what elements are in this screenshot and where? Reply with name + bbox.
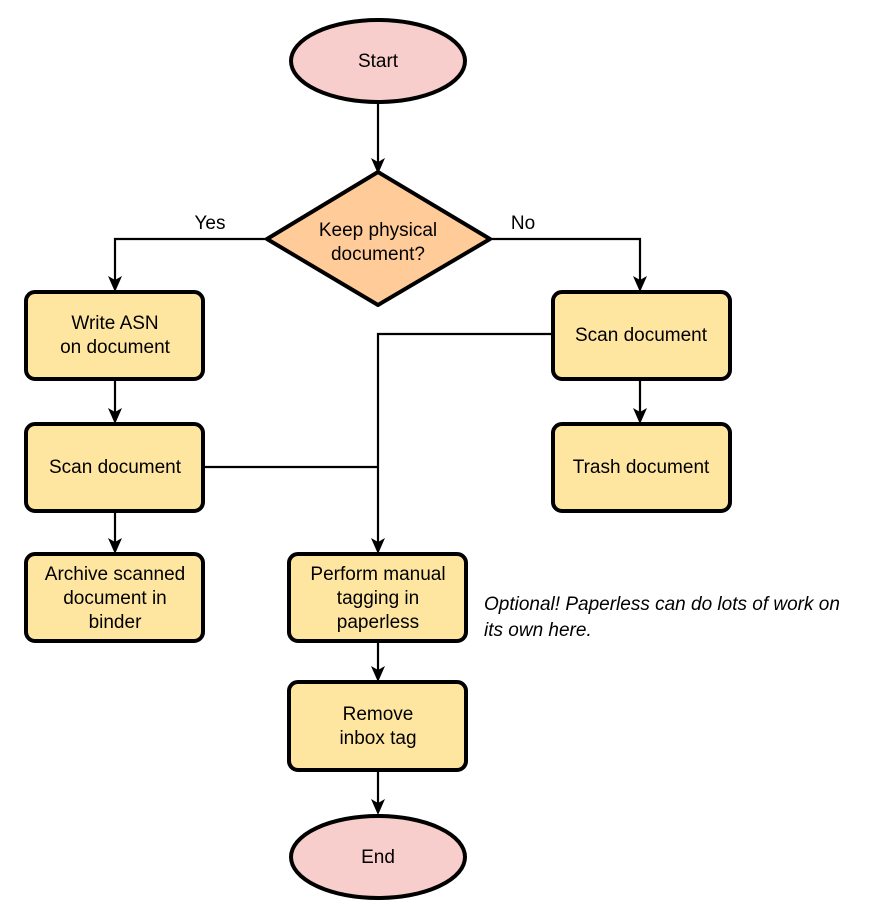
node-start-shape[interactable] xyxy=(289,18,467,104)
node-scan-document-left-shape[interactable] xyxy=(24,422,205,513)
node-scan-document-right[interactable]: Scan document xyxy=(551,290,732,381)
node-end-label: End xyxy=(361,847,395,868)
node-trash-document-shape[interactable] xyxy=(551,422,732,513)
edge-scan-left-to-archive xyxy=(108,510,122,554)
edge-label-yes: Yes xyxy=(195,213,226,234)
edge-scan-right-to-trash xyxy=(633,379,647,424)
edge-label-no: No xyxy=(511,213,535,234)
node-archive-label-line1: Archive scanned xyxy=(45,564,185,585)
node-write-asn-on-document[interactable]: Write ASN on document xyxy=(24,290,205,381)
node-remove-inbox-label-line1: Remove xyxy=(343,704,414,725)
edge-remove-inbox-to-end xyxy=(371,770,385,815)
node-trash-document[interactable]: Trash document xyxy=(551,422,732,513)
node-decision-label-line2: document? xyxy=(331,244,425,265)
node-tagging-shape[interactable] xyxy=(287,552,468,643)
annotation-optional-note: Optional! Paperless can do lots of work … xyxy=(484,594,840,641)
node-archive-label-line3: binder xyxy=(89,612,142,633)
node-end-shape[interactable] xyxy=(289,814,467,900)
edge-start-to-decision xyxy=(371,103,385,174)
edge-scan-right-to-tagging xyxy=(371,332,553,554)
node-remove-inbox-tag[interactable]: Remove inbox tag xyxy=(287,680,468,772)
node-remove-inbox-shape[interactable] xyxy=(287,680,468,772)
node-archive-shape[interactable] xyxy=(24,552,205,643)
edge-tagging-to-remove-inbox xyxy=(371,641,385,682)
node-write-asn-shape[interactable] xyxy=(24,290,205,381)
node-tagging-label-line1: Perform manual xyxy=(310,564,445,585)
node-remove-inbox-label-line2: inbox tag xyxy=(339,728,416,749)
node-tagging-label-line3: paperless xyxy=(337,612,419,633)
node-decision-keep-physical-document[interactable]: Keep physical document? xyxy=(265,170,492,307)
edge-write-asn-to-scan-left xyxy=(108,379,122,424)
node-scan-document-right-label: Scan document xyxy=(575,325,708,346)
node-perform-manual-tagging[interactable]: Perform manual tagging in paperless xyxy=(287,552,468,643)
annotation-line1: Optional! Paperless can do lots of work … xyxy=(484,594,840,615)
node-decision-shape[interactable] xyxy=(265,170,492,307)
node-start[interactable]: Start xyxy=(289,18,467,104)
node-start-label: Start xyxy=(358,51,399,72)
node-tagging-label-line2: tagging in xyxy=(337,588,419,609)
node-archive-scanned-document[interactable]: Archive scanned document in binder xyxy=(24,552,205,643)
node-write-asn-label-line2: on document xyxy=(60,337,171,358)
edges-layer xyxy=(108,103,647,815)
node-write-asn-label-line1: Write ASN xyxy=(71,313,158,334)
node-scan-document-left[interactable]: Scan document xyxy=(24,422,205,513)
node-trash-document-label: Trash document xyxy=(573,457,710,478)
node-scan-document-right-shape[interactable] xyxy=(551,290,732,381)
node-archive-label-line2: document in xyxy=(63,588,167,609)
node-scan-document-left-label: Scan document xyxy=(49,457,182,478)
edge-decision-yes-to-write-asn xyxy=(108,237,267,292)
node-decision-label-line1: Keep physical xyxy=(319,220,437,241)
annotation-line2: its own here. xyxy=(484,620,592,641)
node-end[interactable]: End xyxy=(289,814,467,900)
edge-decision-no-to-scan-right xyxy=(490,237,647,292)
